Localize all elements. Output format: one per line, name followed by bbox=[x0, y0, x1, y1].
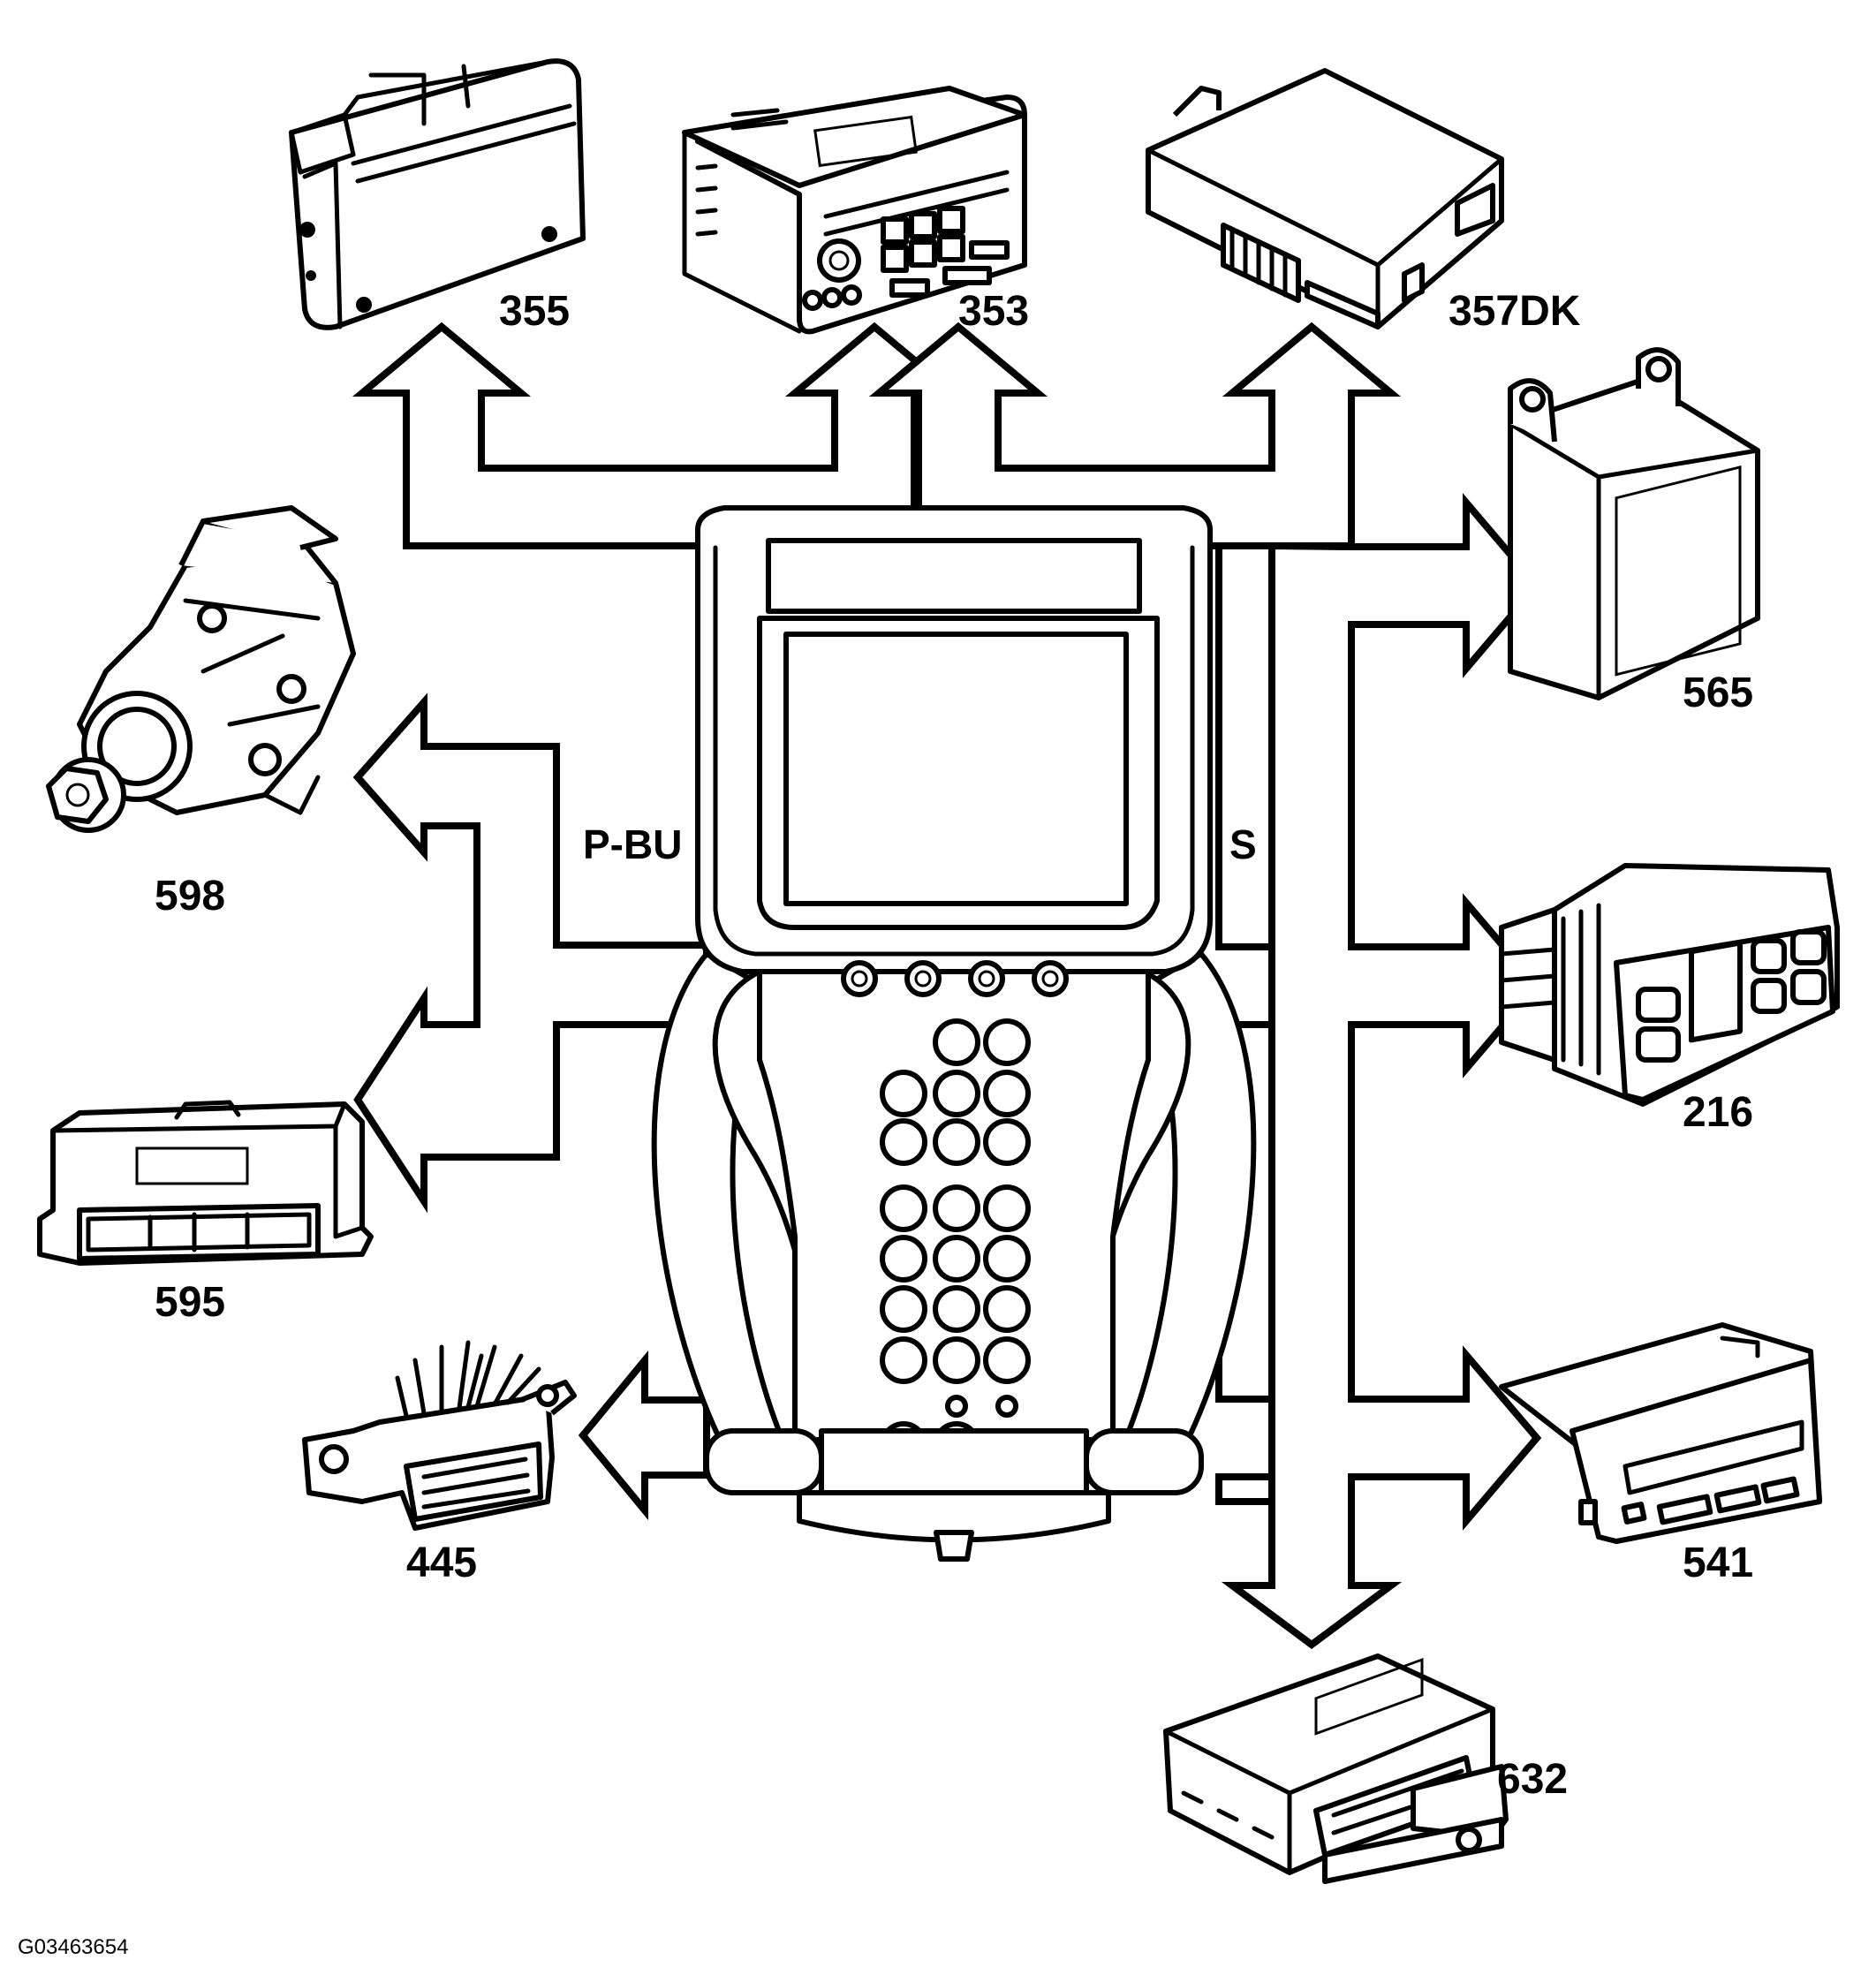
figure-id: G03463654 bbox=[18, 1935, 128, 1959]
label-632: 632 bbox=[1497, 1756, 1568, 1803]
right-trunk-arrow bbox=[1221, 493, 1542, 1649]
module-632-icon bbox=[1163, 1653, 1509, 1884]
label-353: 353 bbox=[958, 288, 1029, 335]
function-keys bbox=[841, 960, 1069, 997]
label-565: 565 bbox=[1683, 670, 1753, 716]
diagnostic-tester bbox=[651, 505, 1257, 1562]
module-357dk-icon bbox=[1146, 68, 1504, 329]
bus-label-right: S bbox=[1229, 821, 1257, 867]
module-598-icon bbox=[46, 505, 356, 833]
top-right-bus-arrow bbox=[868, 322, 1402, 549]
module-595-icon bbox=[37, 1100, 374, 1266]
module-445-icon bbox=[302, 1340, 577, 1531]
left-lower-bus-arrow bbox=[578, 1350, 710, 1521]
label-445: 445 bbox=[406, 1540, 477, 1586]
left-upper-bus-arrow bbox=[352, 692, 710, 1214]
bus-label-left: P-BU bbox=[583, 821, 682, 867]
label-216: 216 bbox=[1683, 1089, 1753, 1136]
module-565-icon bbox=[1508, 347, 1760, 700]
module-355-icon bbox=[289, 58, 586, 330]
label-598: 598 bbox=[155, 873, 225, 919]
label-541: 541 bbox=[1683, 1540, 1753, 1586]
label-595: 595 bbox=[155, 1279, 225, 1326]
module-216-icon bbox=[1499, 863, 1840, 1107]
module-353-icon bbox=[682, 86, 1027, 335]
label-357dk: 357DK bbox=[1449, 288, 1581, 335]
label-355: 355 bbox=[499, 288, 570, 335]
module-541-icon bbox=[1499, 1322, 1822, 1544]
